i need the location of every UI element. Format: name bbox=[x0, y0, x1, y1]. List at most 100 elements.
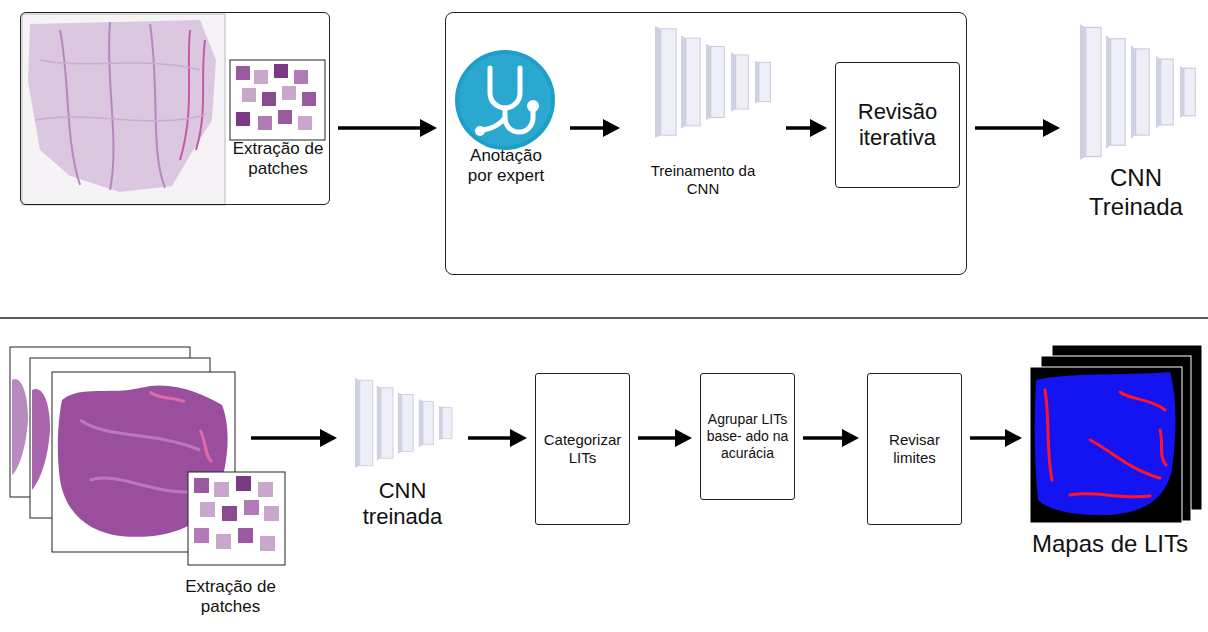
arrow-line bbox=[570, 126, 606, 130]
illustration-part bbox=[242, 88, 256, 102]
illustration-part bbox=[236, 476, 251, 491]
cnn-node: CNN Treinada bbox=[1068, 22, 1204, 234]
illustration-part bbox=[655, 26, 770, 138]
illustration-part bbox=[1030, 367, 1182, 523]
arrow-head bbox=[1005, 429, 1022, 447]
illustration-part bbox=[216, 534, 231, 549]
illustration-part bbox=[1090, 440, 1160, 478]
illustration-part bbox=[35, 60, 205, 121]
arrow-head bbox=[810, 119, 827, 137]
illustration-part bbox=[236, 66, 250, 80]
flow-arrow bbox=[638, 429, 692, 447]
flow-arrow bbox=[468, 429, 527, 447]
input-slides-node: Extração de patches bbox=[8, 345, 243, 630]
flow-arrow bbox=[970, 429, 1022, 447]
illustration-part bbox=[194, 528, 209, 543]
arrow-head bbox=[603, 119, 620, 137]
illustration-part bbox=[1035, 372, 1176, 515]
illustration-part bbox=[1045, 390, 1166, 497]
input-panel: Extração de patches bbox=[20, 12, 330, 205]
illustration-part bbox=[298, 116, 312, 130]
node-label: Anotação por expert bbox=[458, 146, 554, 187]
text-area: Extração de patches bbox=[158, 577, 303, 618]
illustration-part bbox=[180, 30, 205, 160]
arrow-line bbox=[803, 436, 845, 440]
illustration-part bbox=[258, 482, 273, 497]
illustration-part bbox=[1070, 494, 1150, 497]
node-label: Treinamento da CNN bbox=[638, 162, 768, 198]
expert-icon-node: Anotação por expert bbox=[450, 48, 562, 198]
illustration-part bbox=[194, 476, 279, 551]
illustration-part bbox=[28, 20, 216, 192]
illustration-part bbox=[1120, 392, 1165, 410]
arrow-line bbox=[638, 436, 678, 440]
process-box: Revisar limites bbox=[867, 373, 962, 525]
illustration-part bbox=[0, 317, 1208, 319]
flow-arrow bbox=[975, 119, 1060, 137]
text-area: Mapas de LITs bbox=[1030, 530, 1190, 559]
illustration-part bbox=[264, 506, 279, 521]
illustration-part bbox=[278, 110, 292, 124]
text-area: Extração de patches bbox=[223, 139, 333, 180]
text-area: CNN Treinada bbox=[1068, 164, 1204, 222]
illustration-part bbox=[238, 528, 253, 543]
arrow-head bbox=[1043, 119, 1060, 137]
arrow-head bbox=[510, 429, 527, 447]
node-label: Mapas de LITs bbox=[1030, 530, 1190, 559]
illustration-part bbox=[282, 86, 296, 100]
illustration-part bbox=[12, 379, 28, 475]
illustration-part bbox=[194, 478, 209, 493]
illustration-part bbox=[214, 482, 229, 497]
process-box: Revisão iterativa bbox=[835, 62, 960, 188]
illustration-part bbox=[483, 118, 505, 130]
illustration-part bbox=[302, 92, 316, 106]
illustration-part bbox=[258, 116, 272, 130]
illustration-part bbox=[222, 506, 237, 521]
illustration-part bbox=[455, 50, 555, 150]
illustration-part bbox=[58, 385, 228, 536]
illustration-part bbox=[230, 60, 325, 140]
illustration-part bbox=[459, 54, 551, 146]
process-box: Agrupar LITs base- ado na acurácia bbox=[700, 373, 795, 500]
node-label: Extração de patches bbox=[158, 577, 303, 618]
illustration-part bbox=[150, 392, 212, 462]
illustration-part bbox=[475, 126, 485, 136]
flow-arrow bbox=[803, 429, 859, 447]
illustration-part bbox=[527, 100, 539, 112]
arrow-line bbox=[975, 126, 1046, 130]
illustration-part bbox=[188, 472, 285, 565]
node-label: CNN Treinada bbox=[1068, 164, 1204, 222]
arrow-line bbox=[338, 126, 423, 130]
arrow-line bbox=[970, 436, 1008, 440]
node-label: Agrupar LITs base- ado na acurácia bbox=[705, 411, 790, 461]
flow-arrow bbox=[251, 429, 337, 447]
illustration-part bbox=[200, 502, 215, 517]
illustration-part bbox=[60, 22, 165, 190]
flow-arrow bbox=[786, 119, 827, 137]
output-maps-node: Mapas de LITs bbox=[1030, 345, 1190, 605]
illustration-part bbox=[294, 70, 308, 84]
illustration-part bbox=[1080, 24, 1195, 160]
illustration-part bbox=[490, 68, 520, 108]
illustration-part bbox=[236, 112, 250, 126]
process-box: Categorizar LITs bbox=[535, 373, 630, 525]
illustration-part bbox=[274, 64, 288, 78]
illustration-part bbox=[80, 420, 205, 492]
text-area: Treinamento da CNN bbox=[638, 162, 768, 198]
cnn-node: CNN treinada bbox=[345, 375, 460, 540]
illustration-part bbox=[244, 500, 259, 515]
illustration-part bbox=[254, 70, 268, 84]
illustration-part bbox=[483, 68, 533, 132]
arrow-head bbox=[320, 429, 337, 447]
arrow-line bbox=[786, 126, 813, 130]
training-panel: Anotação por expert Treinamento da CNN Rev… bbox=[445, 12, 967, 275]
arrow-head bbox=[675, 429, 692, 447]
illustration-part bbox=[355, 378, 452, 468]
flow-arrow bbox=[570, 119, 620, 137]
arrow-line bbox=[251, 436, 323, 440]
arrow-head bbox=[420, 119, 437, 137]
illustration-part bbox=[236, 64, 316, 130]
